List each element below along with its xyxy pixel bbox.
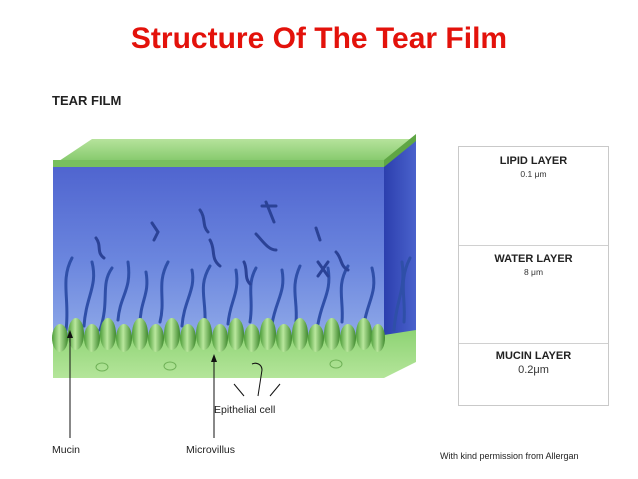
legend-lipid: LIPID LAYER 0.1 μm bbox=[459, 155, 608, 179]
legend-mucin: MUCIN LAYER 0.2μm bbox=[459, 350, 608, 376]
mucin-layer-size: 0.2μm bbox=[518, 364, 549, 376]
cell-nucleus bbox=[95, 362, 109, 372]
legend-divider bbox=[459, 245, 608, 246]
lipid-layer-top bbox=[53, 139, 416, 165]
water-layer-size: 8 μm bbox=[523, 267, 544, 277]
water-layer-side bbox=[384, 139, 416, 368]
lipid-layer-front bbox=[53, 160, 384, 167]
microvillus-label: Microvillus bbox=[186, 444, 236, 456]
water-layer-name: WATER LAYER bbox=[494, 253, 573, 265]
mucin-layer-name: MUCIN LAYER bbox=[495, 350, 572, 362]
lipid-layer-side bbox=[384, 134, 416, 167]
slide-title: Structure Of The Tear Film bbox=[130, 22, 508, 55]
epithelial-cell-label: Epithelial cell bbox=[214, 404, 276, 416]
legend-divider bbox=[459, 343, 608, 344]
cell-nucleus bbox=[329, 359, 343, 369]
figure-label: TEAR FILM bbox=[52, 93, 122, 108]
water-layer bbox=[53, 165, 384, 340]
mucin-strands bbox=[64, 256, 412, 332]
layer-legend: LIPID LAYER 0.1 μm WATER LAYER 8 μm MUCI… bbox=[458, 146, 609, 406]
pointer-lines bbox=[67, 330, 281, 438]
lipid-layer-name: LIPID LAYER bbox=[499, 155, 568, 167]
mucin-label: Mucin bbox=[52, 444, 81, 456]
floating-mucin bbox=[94, 200, 350, 286]
legend-water: WATER LAYER 8 μm bbox=[459, 253, 608, 277]
credit-line: With kind permission from Allergan bbox=[440, 451, 579, 461]
lipid-layer-size: 0.1 μm bbox=[520, 169, 547, 179]
cell-nucleus bbox=[163, 361, 177, 371]
microvilli bbox=[52, 318, 385, 352]
